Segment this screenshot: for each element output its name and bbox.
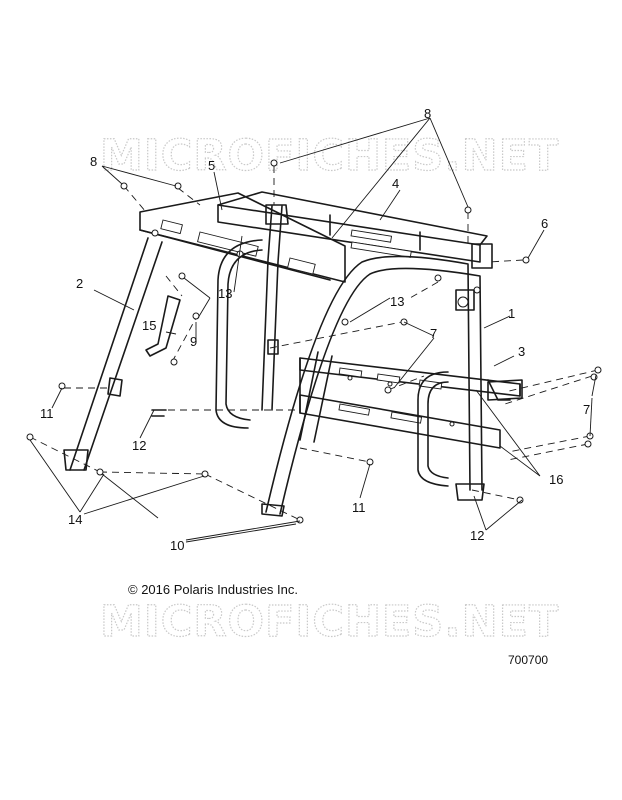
watermark-top: MICROFICHES.NET	[100, 131, 559, 181]
part-4-rear-upper-frame	[217, 191, 493, 269]
callout-2: 2	[76, 276, 83, 291]
drawing-number: 700700	[508, 653, 549, 667]
callout-5: 5	[208, 158, 215, 173]
callout-16: 16	[549, 472, 563, 487]
callout-7-center: 7	[430, 326, 437, 341]
callout-3: 3	[518, 344, 525, 359]
callout-8-top: 8	[424, 106, 431, 121]
part-15-brace	[145, 295, 181, 357]
callout-11-left: 11	[40, 406, 54, 421]
callout-9: 9	[190, 334, 197, 349]
callout-15: 15	[142, 318, 156, 333]
part-1-main-roll-bar	[261, 255, 485, 517]
part-5-dash-panel	[139, 192, 346, 283]
callout-6: 6	[541, 216, 548, 231]
callout-13-right: 13	[390, 294, 404, 309]
part-3-lower-side-frame	[299, 351, 523, 449]
callout-12-right: 12	[470, 528, 484, 543]
callout-14: 14	[68, 512, 82, 527]
callout-7-right: 7	[583, 402, 590, 417]
callout-10: 10	[170, 538, 184, 553]
part-2-front-leg	[63, 237, 163, 471]
callout-12-left: 12	[132, 438, 146, 453]
callout-1: 1	[508, 306, 515, 321]
callout-11-bottom: 11	[352, 500, 366, 515]
callout-13-left: 13	[218, 286, 232, 301]
grab-handle-left	[215, 239, 263, 429]
callout-8-left: 8	[90, 154, 97, 169]
grab-handle-right	[417, 371, 449, 487]
copyright-notice: © 2016 Polaris Industries Inc.	[128, 582, 298, 597]
callout-4: 4	[392, 176, 399, 191]
watermark-bottom: MICROFICHES.NET	[100, 597, 559, 647]
